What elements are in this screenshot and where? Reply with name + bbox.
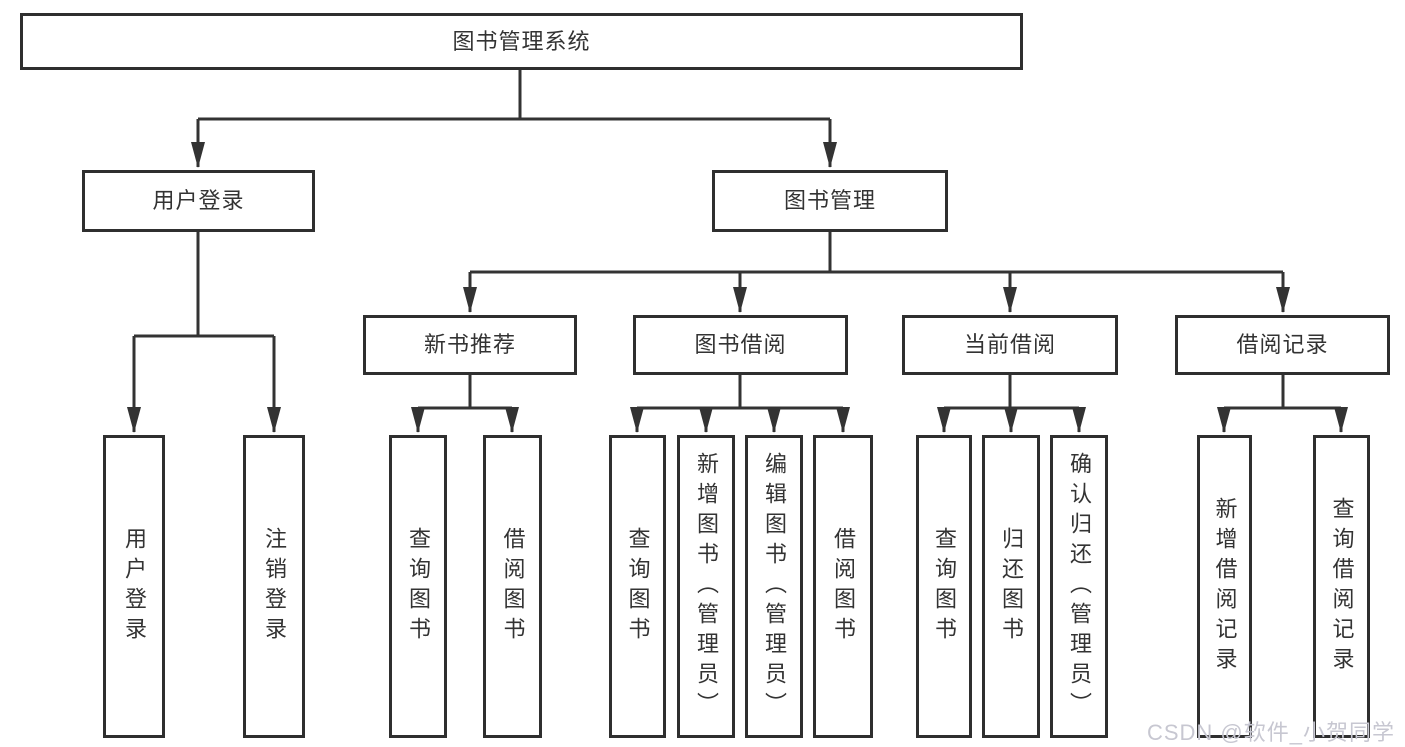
node-current-borrow: 当前借阅 [902, 315, 1118, 375]
leaf-cb-query-books-label: 查询图书 [932, 526, 957, 647]
leaf-bb-borrow-books-label: 借阅图书 [831, 526, 856, 647]
leaf-cb-confirm-return-admin-label: 确认归还（管理员） [1067, 451, 1092, 722]
node-user-login-label: 用户登录 [152, 188, 245, 213]
leaf-bb-query-books-label: 查询图书 [625, 526, 651, 647]
node-book-borrow: 图书借阅 [633, 315, 848, 375]
watermark: CSDN @软件_小贺同学 [1146, 720, 1395, 745]
node-current-borrow-label: 当前借阅 [963, 332, 1056, 357]
node-borrow-records-label: 借阅记录 [1236, 332, 1329, 357]
connector-root-trunk [198, 70, 830, 121]
leaf-cb-confirm-return-admin: 确认归还（管理员） [1050, 435, 1108, 738]
leaf-bb-add-books-admin-label: 新增图书（管理员） [694, 451, 719, 722]
connector-user-login-trunk [134, 232, 274, 338]
leaf-bb-query-books: 查询图书 [609, 435, 666, 738]
connector-current-borrow-trunk [944, 375, 1079, 410]
leaf-cb-return-books: 归还图书 [982, 435, 1040, 738]
node-book-borrow-label: 图书借阅 [694, 332, 787, 357]
node-root-system: 图书管理系统 [20, 13, 1023, 70]
leaf-user-login-label: 用户登录 [122, 526, 147, 647]
leaf-br-add-record-label: 新增借阅记录 [1212, 496, 1238, 677]
node-root-system-label: 图书管理系统 [452, 28, 591, 54]
connector-book-mgmt-trunk [470, 232, 1283, 274]
node-new-books-label: 新书推荐 [423, 332, 516, 357]
node-book-management: 图书管理 [712, 170, 948, 232]
leaf-br-add-record: 新增借阅记录 [1197, 435, 1252, 738]
connector-new-books-trunk [418, 375, 512, 410]
leaf-bb-edit-books-admin: 编辑图书（管理员） [745, 435, 803, 738]
leaf-bb-edit-books-admin-label: 编辑图书（管理员） [762, 451, 787, 722]
connector-book-borrow-trunk [637, 375, 843, 410]
leaf-logout-label: 注销登录 [262, 526, 287, 647]
node-user-login: 用户登录 [82, 170, 315, 232]
connector-borrow-records-trunk [1224, 375, 1341, 410]
leaf-br-query-record: 查询借阅记录 [1313, 435, 1370, 738]
leaf-bb-borrow-books: 借阅图书 [813, 435, 873, 738]
leaf-user-login: 用户登录 [103, 435, 165, 738]
leaf-nb-query-books-label: 查询图书 [406, 526, 431, 647]
leaf-nb-borrow-books: 借阅图书 [483, 435, 542, 738]
node-book-management-label: 图书管理 [783, 188, 876, 213]
node-new-books: 新书推荐 [363, 315, 577, 375]
leaf-bb-add-books-admin: 新增图书（管理员） [677, 435, 735, 738]
leaf-cb-query-books: 查询图书 [916, 435, 972, 738]
leaf-nb-query-books: 查询图书 [389, 435, 447, 738]
node-borrow-records: 借阅记录 [1175, 315, 1390, 375]
leaf-logout: 注销登录 [243, 435, 305, 738]
leaf-nb-borrow-books-label: 借阅图书 [500, 526, 526, 647]
leaf-cb-return-books-label: 归还图书 [999, 526, 1024, 647]
leaf-br-query-record-label: 查询借阅记录 [1329, 496, 1355, 677]
